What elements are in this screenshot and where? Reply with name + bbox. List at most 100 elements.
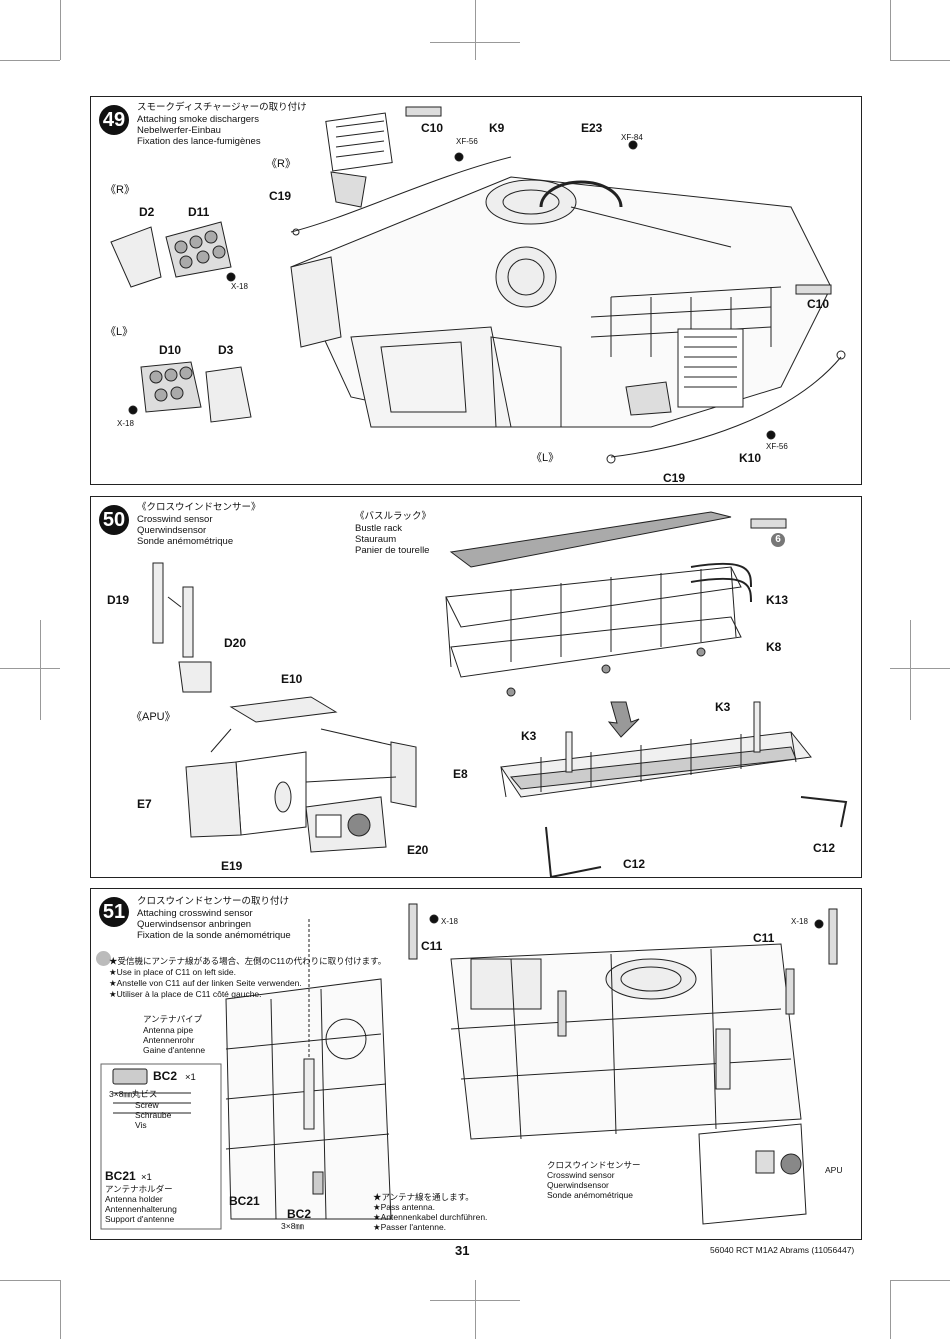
antenna-pipe-jp: アンテナパイプ (143, 1014, 203, 1024)
bustle-title-fr: Panier de tourelle (355, 545, 430, 556)
crop-mark (430, 42, 520, 43)
paint-label-xf56: XF-56 (766, 442, 788, 451)
part-label-c19: C19 (269, 189, 292, 203)
step-title-fr: Fixation de la sonde anémométrique (137, 930, 291, 941)
crop-mark (890, 1280, 891, 1339)
bc2-qty: ×1 (185, 1072, 196, 1083)
bc21-qty: ×1 (141, 1172, 152, 1183)
step-50-panel: 50 《クロスウインドセンサー》 Crosswind sensor Querwi… (90, 496, 862, 878)
antenna-note-jp: ★受信機にアンテナ線がある場合、左側のC11の代わりに取り付けます。 (109, 956, 387, 966)
step-51-panel: 51 クロスウインドセンサーの取り付け Attaching crosswind … (90, 888, 862, 1240)
paint-label-x18: X-18 (441, 917, 458, 926)
page-number: 31 (455, 1243, 470, 1258)
crop-mark (60, 1280, 61, 1339)
crop-mark (0, 1280, 60, 1281)
bc2-fr: Vis (135, 1120, 147, 1130)
step-title-de: Nebelwerfer-Einbau (137, 125, 221, 136)
turret-smoke-discharger-illustration (110, 106, 846, 464)
crop-mark (60, 0, 61, 60)
sensor-label-de: Querwindsensor (547, 1180, 609, 1190)
part-label-e10: E10 (281, 672, 303, 686)
crosswind-title-jp: 《クロスウインドセンサー》 (137, 502, 261, 513)
part-label-c12: C12 (813, 841, 836, 855)
step-number: 50 (99, 505, 129, 535)
pass-antenna-de: ★Antennenkabel durchführen. (373, 1212, 488, 1222)
part-label-k3: K3 (521, 729, 537, 743)
pass-antenna-en: ★Pass antenna. (373, 1202, 435, 1212)
bc2-dimension: 3×8㎜ (281, 1221, 304, 1231)
crop-mark (475, 1280, 476, 1339)
paint-label-xf84: XF-84 (621, 133, 643, 142)
paint-label-x18: X-18 (231, 282, 248, 291)
crosswind-title-en: Crosswind sensor (137, 514, 213, 525)
crosswind-title-de: Querwindsensor (137, 525, 207, 536)
bc21-de: Antennenhalterung (105, 1204, 177, 1214)
antenna-note-de: ★Anstelle von C11 auf der linken Seite v… (109, 978, 302, 988)
step-number: 49 (99, 105, 129, 135)
step-title-jp: スモークディスチャージャーの取り付け (137, 102, 307, 113)
crop-mark (0, 668, 60, 669)
part-label-d2: D2 (139, 205, 155, 219)
apu-label: 《APU》 (131, 711, 176, 723)
crosswind-sensor-install-illustration (100, 903, 838, 1230)
crosswind-title-fr: Sonde anémométrique (137, 536, 234, 547)
part-label-e23: E23 (581, 121, 603, 135)
side-label-r: 《R》 (266, 158, 296, 170)
sensor-label-fr: Sonde anémométrique (547, 1190, 634, 1200)
part-label-k9: K9 (489, 121, 505, 135)
antenna-note-fr: ★Utiliser à la place de C11 côté gauche. (109, 989, 262, 999)
pass-antenna-jp: ★アンテナ線を通します。 (373, 1192, 474, 1202)
bc2-size: 3×8㎜丸ビス (109, 1089, 158, 1099)
paint-label-xf56: XF-56 (456, 137, 478, 146)
bc2-en: Screw (135, 1100, 159, 1110)
part-label-e20: E20 (407, 843, 429, 857)
part-label-d10: D10 (159, 343, 182, 357)
antenna-note-en: ★Use in place of C11 on left side. (109, 967, 237, 977)
part-label-c12: C12 (623, 857, 646, 871)
crop-mark (430, 1300, 520, 1301)
part-label-k13: K13 (766, 593, 789, 607)
crop-mark (890, 668, 950, 669)
part-label-k8: K8 (766, 640, 782, 654)
side-label-l: 《L》 (531, 452, 560, 464)
side-label-l: 《L》 (105, 326, 134, 338)
part-label-bc21: BC21 (229, 1194, 260, 1208)
pass-antenna-fr: ★Passer l'antenne. (373, 1222, 447, 1232)
bc21-fr: Support d'antenne (105, 1214, 175, 1224)
bc21-jp: アンテナホルダー (105, 1184, 173, 1194)
sensor-label-en: Crosswind sensor (547, 1170, 615, 1180)
part-label-c11: C11 (421, 939, 443, 953)
step-title-jp: クロスウインドセンサーの取り付け (137, 896, 290, 907)
part-label-d19: D19 (107, 593, 130, 607)
step-title-en: Attaching smoke dischargers (137, 114, 259, 125)
side-label-r: 《R》 (105, 184, 135, 196)
crop-mark (475, 0, 476, 60)
step-number: 51 (99, 897, 129, 927)
bc21-en: Antenna holder (105, 1194, 163, 1204)
paint-label-x18: X-18 (791, 917, 808, 926)
part-label-d11: D11 (188, 205, 210, 219)
bustle-title-de: Stauraum (355, 534, 397, 545)
crop-mark (890, 0, 891, 60)
crop-mark (890, 60, 950, 61)
crop-mark (40, 620, 41, 720)
bc2-label: BC2 (153, 1069, 178, 1083)
bc21-label: BC21 (105, 1169, 136, 1183)
crop-mark (910, 620, 911, 720)
step-title-fr: Fixation des lance-fumigènes (137, 136, 261, 147)
part-label-e19: E19 (221, 859, 243, 873)
step-49-panel: 49 スモークディスチャージャーの取り付け Attaching smoke di… (90, 96, 862, 485)
part-label-c10: C10 (807, 297, 830, 311)
antenna-pipe-en: Antenna pipe (143, 1025, 194, 1035)
part-label-e8: E8 (453, 767, 468, 781)
part-label-bc2: BC2 (287, 1207, 312, 1221)
part-label-d3: D3 (218, 343, 234, 357)
note-marker-icon (96, 951, 111, 966)
part-label-d20: D20 (224, 636, 247, 650)
antenna-pipe-de: Antennenrohr (143, 1035, 195, 1045)
sensor-label-jp: クロスウインドセンサー (547, 1160, 641, 1170)
part-label-c19: C19 (663, 471, 686, 485)
footer-product-code: 56040 RCT M1A2 Abrams (11056447) (710, 1245, 855, 1255)
step-title-de: Querwindsensor anbringen (137, 919, 252, 930)
paint-label-x18: X-18 (117, 419, 134, 428)
